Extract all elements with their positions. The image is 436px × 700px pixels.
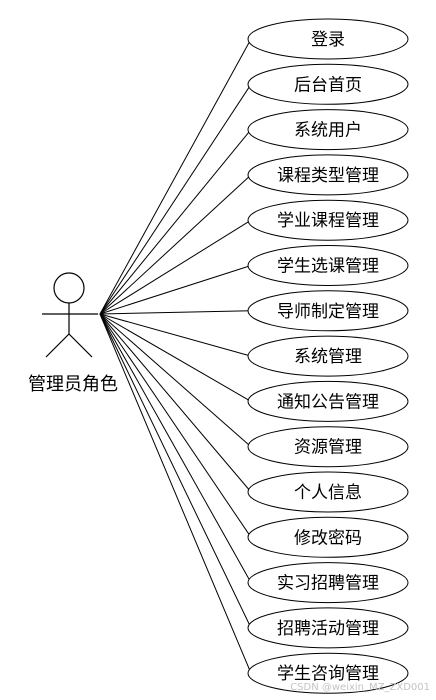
watermark: CSDN @weixin_MZ_ZXD001: [290, 682, 430, 693]
use-case-node: 登录: [247, 18, 409, 60]
association-line: [99, 219, 252, 315]
association-line: [99, 313, 252, 448]
use-case-node: 学生咨询管理: [247, 652, 409, 694]
use-case-ellipse: [247, 380, 409, 422]
use-case-node: 招聘活动管理: [247, 607, 409, 649]
use-case-label: 招聘活动管理: [277, 619, 379, 639]
use-case-ellipse: [247, 109, 409, 151]
use-case-ellipse: [247, 426, 409, 468]
use-case-node: 系统管理: [247, 335, 409, 377]
use-case-ellipse: [247, 63, 409, 105]
actor-stick-figure-icon: [42, 272, 98, 358]
use-case-ellipse: [247, 471, 409, 513]
use-case-node: 导师制定管理: [247, 290, 409, 332]
association-line: [99, 313, 252, 629]
actor-label: 管理员角色: [28, 374, 118, 395]
use-case-label: 课程类型管理: [277, 166, 379, 186]
use-case-ellipse: [247, 290, 409, 332]
use-case-label: 通知公告管理: [277, 392, 379, 412]
use-case-label: 修改密码: [294, 528, 362, 548]
use-case-label: 学业课程管理: [277, 211, 379, 231]
association-line: [99, 313, 252, 357]
use-case-label: 导师制定管理: [277, 302, 379, 322]
use-case-list: 登录后台首页系统用户课程类型管理学业课程管理学生选课管理导师制定管理系统管理通知…: [247, 18, 409, 694]
association-line: [99, 313, 252, 538]
use-case-ellipse: [247, 18, 409, 60]
use-case-ellipse: [247, 154, 409, 196]
use-case-label: 个人信息: [294, 483, 362, 503]
use-case-ellipse: [247, 335, 409, 377]
actor-right-leg: [68, 333, 93, 358]
use-case-label: 学生咨询管理: [277, 664, 379, 684]
use-case-node: 资源管理: [247, 426, 409, 468]
use-case-node: 通知公告管理: [247, 380, 409, 422]
actor-left-leg: [45, 333, 70, 358]
association-line: [99, 174, 252, 315]
use-case-ellipse: [247, 199, 409, 241]
association-line: [99, 129, 252, 315]
association-line: [99, 313, 252, 583]
use-case-node: 课程类型管理: [247, 154, 409, 196]
association-line: [99, 84, 252, 315]
use-case-label: 资源管理: [294, 438, 362, 458]
association-line: [99, 38, 252, 315]
use-case-label: 实习招聘管理: [277, 574, 379, 594]
association-line: [99, 313, 252, 402]
association-line: [99, 310, 252, 315]
use-case-ellipse: [247, 245, 409, 286]
use-case-label: 登录: [311, 30, 345, 50]
actor-head: [53, 272, 85, 304]
use-case-ellipse: [247, 516, 409, 558]
association-line: [99, 313, 252, 493]
use-case-label: 系统用户: [294, 121, 362, 141]
association-lines: [99, 38, 252, 674]
use-case-label: 后台首页: [294, 75, 362, 95]
use-case-node: 修改密码: [247, 516, 409, 558]
use-case-node: 学生选课管理: [247, 245, 409, 286]
association-line: [99, 265, 252, 315]
use-case-ellipse: [247, 607, 409, 649]
association-line: [99, 313, 252, 674]
use-case-node: 系统用户: [247, 109, 409, 151]
use-case-node: 个人信息: [247, 471, 409, 513]
use-case-node: 后台首页: [247, 63, 409, 105]
use-case-node: 学业课程管理: [247, 199, 409, 241]
use-case-label: 学生选课管理: [277, 257, 379, 277]
use-case-ellipse: [247, 562, 409, 604]
use-case-ellipse: [247, 652, 409, 694]
use-case-label: 系统管理: [294, 347, 362, 367]
use-case-node: 实习招聘管理: [247, 562, 409, 604]
